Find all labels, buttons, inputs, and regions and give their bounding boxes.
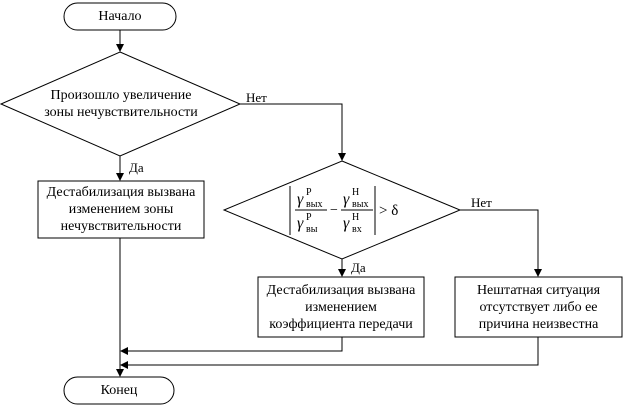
process-2-label: Дестабилизация вызвана изменением коэффи…	[266, 282, 416, 332]
connector-decision1-no	[240, 103, 346, 161]
num1-sub: вых	[306, 199, 322, 210]
num2-sup: Н	[352, 187, 359, 198]
den2-symbol: γ	[343, 215, 350, 232]
den1-symbol: γ	[297, 215, 304, 232]
num2-sub: вых	[352, 199, 368, 210]
connector-decision2-no	[460, 209, 542, 277]
num1-sup: Р	[306, 187, 312, 198]
decision-2-formula: γ Р вых γ Р вы − γ Н вых γ Н вх > δ	[287, 183, 407, 237]
process-2-box	[257, 276, 425, 338]
den1-sub: вы	[306, 224, 318, 235]
decision-1-label: Произошло увеличение зоны нечувствительн…	[44, 88, 198, 120]
start-label: Начало	[98, 9, 142, 24]
den2-sub: вх	[352, 224, 362, 235]
end-label: Конец	[100, 383, 138, 398]
connector-process3-to-end	[120, 337, 539, 369]
process-3-box	[454, 276, 623, 338]
num1-symbol: γ	[297, 191, 304, 208]
decision-2-yes-label: Да	[351, 260, 366, 275]
den1-sup: Р	[306, 212, 312, 223]
den2-sup: Н	[352, 212, 359, 223]
decision-1-yes-label: Да	[129, 160, 144, 175]
minus-sign: −	[330, 203, 338, 218]
decision-2-no-label: Нет	[471, 195, 492, 210]
relation-text: > δ	[379, 203, 398, 219]
decision-1-no-label: Нет	[246, 90, 267, 105]
process-1-box	[37, 180, 205, 239]
connector-process2-to-end	[120, 337, 343, 355]
end-terminal	[63, 376, 175, 405]
process-1-label: Дестабилизация вызвана изменением зоны н…	[46, 185, 196, 234]
process-3-label: Нештатная ситуация отсутствует либо ее п…	[476, 282, 601, 332]
num2-symbol: γ	[343, 191, 350, 208]
